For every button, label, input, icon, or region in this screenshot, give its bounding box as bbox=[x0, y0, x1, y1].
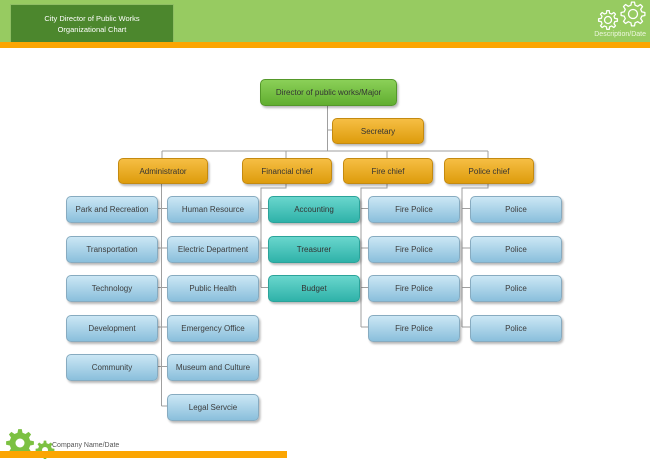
org-node-chief: Financial chief bbox=[242, 158, 332, 184]
org-node: Legal Servcie bbox=[167, 393, 259, 421]
org-node-chief: Police chief bbox=[444, 158, 534, 184]
org-node: Human Resource bbox=[167, 196, 259, 223]
org-node: Police bbox=[470, 235, 562, 263]
header-accent-bar bbox=[0, 42, 650, 48]
org-node-chief: Administrator bbox=[118, 158, 208, 184]
org-node: Technology bbox=[66, 275, 158, 302]
org-node: Public Health bbox=[167, 275, 259, 302]
description-date-label: Description/Date bbox=[594, 31, 646, 38]
org-node: Accounting bbox=[268, 196, 360, 223]
org-node: Emergency Office bbox=[167, 314, 259, 342]
org-node: Community bbox=[66, 354, 158, 381]
title-line-2: Organizational Chart bbox=[57, 24, 127, 34]
footer-accent-bar bbox=[0, 451, 287, 458]
org-node: Treasurer bbox=[268, 235, 360, 263]
org-node-secretary: Secretary bbox=[332, 118, 424, 144]
org-node: Budget bbox=[268, 275, 360, 302]
org-node: Police bbox=[470, 196, 562, 223]
org-node: Electric Department bbox=[167, 235, 259, 263]
org-node: Fire Police bbox=[368, 196, 460, 223]
org-node-chief: Fire chief bbox=[343, 158, 433, 184]
company-name-label: Company Name/Date bbox=[52, 442, 120, 449]
org-node: Development bbox=[66, 314, 158, 342]
title-line-1: City Director of Public Works bbox=[44, 13, 140, 23]
org-node: Transportation bbox=[66, 235, 158, 263]
org-node: Fire Police bbox=[368, 235, 460, 263]
org-node: Museum and Culture bbox=[167, 354, 259, 381]
org-node: Fire Police bbox=[368, 314, 460, 342]
org-node: Fire Police bbox=[368, 275, 460, 302]
org-node: Police bbox=[470, 314, 562, 342]
org-node: Park and Recreation bbox=[66, 196, 158, 223]
page-title: City Director of Public Works Organizati… bbox=[10, 4, 174, 43]
org-node-director: Director of public works/Major bbox=[260, 79, 397, 106]
org-node: Police bbox=[470, 275, 562, 302]
